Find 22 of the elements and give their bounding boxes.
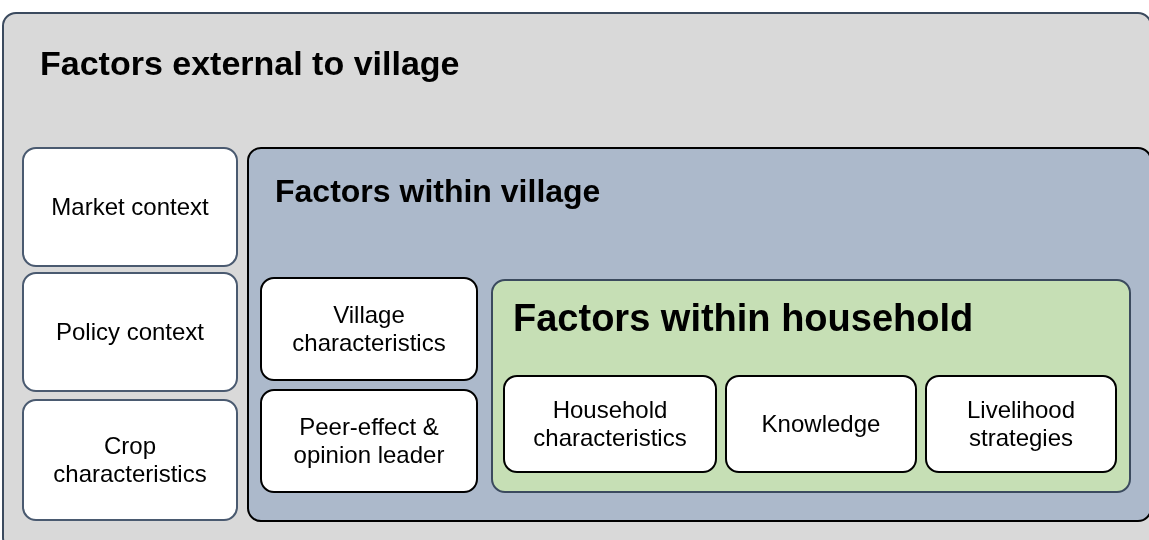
factor-label: Market context: [50, 193, 210, 221]
factor-label: Peer-effect & opinion leader: [292, 413, 446, 469]
group-heading: Factors within household: [513, 297, 974, 340]
factor-label: Knowledge: [760, 410, 882, 438]
factor-box: [260, 277, 478, 381]
group-panel: [2, 12, 1149, 540]
factor-label: Crop characteristics: [52, 432, 208, 488]
factor-label: Policy context: [54, 318, 206, 346]
group-heading: Factors within village: [275, 173, 601, 210]
factor-label: Village characteristics: [291, 301, 447, 357]
factor-box: [725, 375, 917, 473]
factor-label: Livelihood strategies: [965, 396, 1077, 452]
factor-box: [22, 147, 238, 267]
factor-box: [503, 375, 717, 473]
factor-box: [22, 272, 238, 392]
group-panel: [491, 279, 1131, 493]
group-heading: Factors external to village: [40, 44, 460, 83]
group-panel: [247, 147, 1149, 522]
factor-box: [22, 399, 238, 521]
factor-box: [260, 389, 478, 493]
factor-box: [925, 375, 1117, 473]
factor-label: Household characteristics: [532, 396, 688, 452]
